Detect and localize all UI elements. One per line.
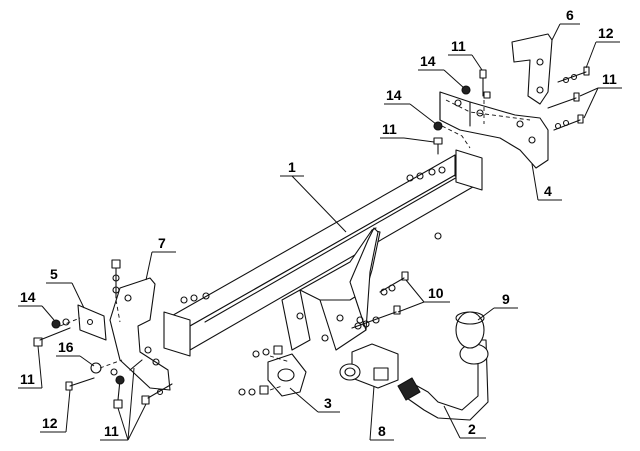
tow-ball [455,311,485,349]
electrical-socket [339,343,399,389]
leader-lines [18,23,622,441]
callout-labels: 1 2 3 4 5 6 7 8 9 10 11 11 11 11 11 12 1… [20,7,617,439]
callout-11-mid: 11 [382,121,397,137]
callout-6: 6 [566,7,574,23]
callout-14-mid: 14 [386,87,402,103]
socket-mounting-plate [267,353,307,397]
towbar-bracket [281,227,381,351]
tow-ball-neck [397,339,489,421]
callout-14-left: 14 [20,289,36,305]
callout-11-left: 11 [20,371,35,387]
callout-11-top: 11 [451,38,466,54]
callout-12-right: 12 [598,25,614,41]
callout-4: 4 [544,183,552,199]
left-small-plate [77,304,107,341]
callout-11-bottom: 11 [104,423,119,439]
assembly-guides [59,99,531,391]
callout-2: 2 [468,421,476,437]
left-side-bracket [109,277,171,391]
callout-14-top: 14 [420,53,436,69]
callout-5: 5 [50,266,58,282]
callout-7: 7 [158,235,166,251]
callout-8: 8 [378,423,386,439]
callout-9: 9 [502,291,510,307]
callout-1: 1 [288,159,296,175]
callout-12-left: 12 [42,415,58,431]
callout-10: 10 [428,285,444,301]
callout-3: 3 [324,395,332,411]
callout-11-right: 11 [602,71,617,87]
main-crossbeam [163,149,483,357]
callout-16: 16 [58,339,74,355]
top-right-plate [511,33,553,105]
